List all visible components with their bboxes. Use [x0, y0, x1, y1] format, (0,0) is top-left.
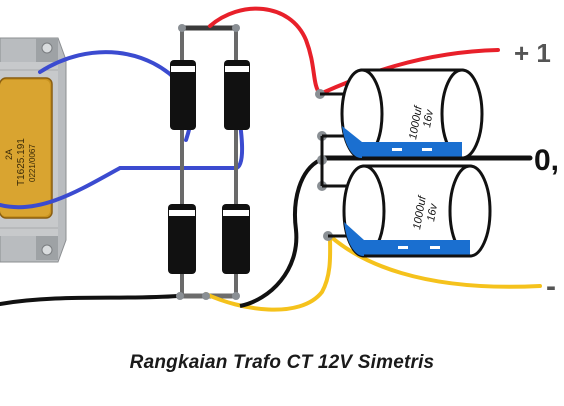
diode-bottom-left — [168, 204, 196, 274]
yellow-wire — [204, 231, 542, 312]
transformer-label-rating: 2A — [4, 149, 14, 160]
capacitor-bottom-voltage: 16v — [425, 201, 440, 222]
capacitor-bottom: 1000uf 16v — [342, 164, 492, 258]
black-wire-center — [239, 158, 322, 308]
capacitor-bottom-value: 1000uf — [411, 194, 429, 230]
black-wire-input — [0, 294, 180, 306]
blue-wire-bottom — [0, 98, 245, 210]
transformer-label-model: T1625.191 — [16, 138, 27, 186]
transformer-label-code: 0221/0067 — [28, 144, 37, 182]
terminal-negative-label: - — [546, 270, 556, 303]
red-wire — [208, 6, 500, 97]
diode-top-right — [224, 60, 250, 130]
capacitor-top-voltage: 16v — [421, 107, 436, 128]
diode-bottom-right — [222, 204, 250, 274]
terminal-zero-label: 0, — [534, 144, 559, 177]
capacitor-top-value: 1000uf — [407, 104, 425, 140]
terminal-positive-label: + 1 — [514, 38, 551, 68]
diagram-caption: Rangkaian Trafo CT 12V Simetris — [129, 352, 435, 373]
diode-top-left — [170, 60, 196, 130]
capacitor-top: 1000uf 16v — [340, 68, 484, 160]
